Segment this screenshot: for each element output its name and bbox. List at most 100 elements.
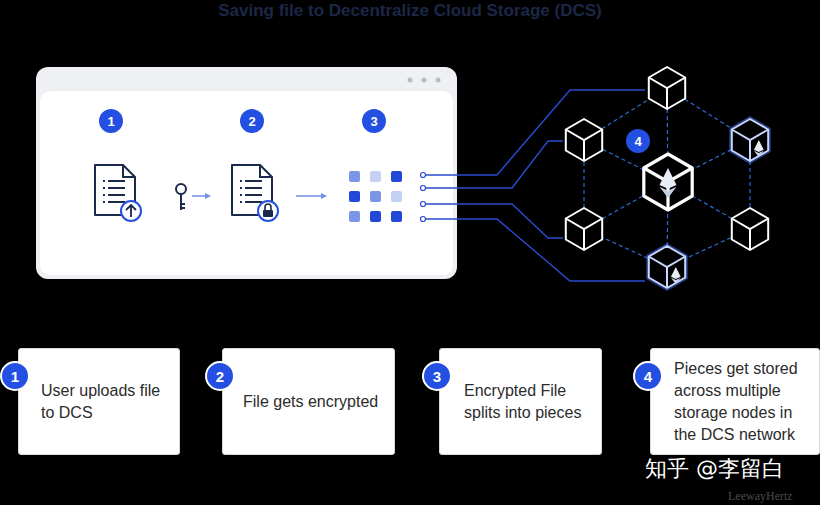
step-description: Encrypted File splits into pieces [464,380,600,424]
document-line [103,187,105,189]
document-line [240,194,242,196]
cube-glow [732,119,768,161]
file-piece [349,191,360,202]
document-fold [260,165,272,177]
document-line [108,187,125,189]
cube-edges [732,130,768,162]
document-line [240,201,242,203]
lock-body [263,210,273,217]
step-number: 3 [422,361,452,391]
callout-number: 1 [11,368,19,385]
upload-arrow [126,205,136,217]
document-line [245,201,262,203]
distribution-wire [423,90,645,175]
key-ring [176,184,186,194]
document-line [108,180,125,182]
cube-outline [732,119,768,161]
wire-end [421,217,426,222]
upload-badge [121,201,141,221]
step-description: Pieces get stored across multiple storag… [674,358,814,446]
step-text-wrap: Encrypted File splits into pieces [464,380,600,424]
file-piece [391,191,402,202]
document-line [108,201,125,203]
window-dot [436,78,441,83]
cube-edges [566,130,602,162]
diagram-title: Saving file to Decentralize Cloud Storag… [0,1,820,21]
callout-number: 2 [248,114,255,129]
step-text-wrap: Pieces get stored across multiple storag… [674,358,814,446]
ether-logo [660,168,677,189]
document-line [245,194,262,196]
window-dot [422,78,427,83]
distribution-wire [423,141,563,188]
document-line [245,187,262,189]
wire-end [421,202,426,207]
storage-node-cube [566,208,602,250]
step-box: Encrypted File splits into pieces [439,348,602,455]
storage-node-cube [644,154,692,210]
storage-node-cube [732,208,768,250]
document-line [103,180,105,182]
file-piece [391,171,402,182]
key-shaft [181,194,185,210]
document-fold [123,165,135,177]
ether-logo [754,140,764,152]
step-number: 2 [205,361,235,391]
ether-logo [671,278,681,284]
step-text-wrap: User uploads file to DCS [41,380,175,424]
window-dot [408,78,413,83]
cube-outline [566,208,602,250]
step-text-wrap: File gets encrypted [243,391,393,413]
callout-number: 2 [216,368,224,385]
cube-glow [649,246,685,288]
storage-node-cube [649,246,685,288]
file-piece [349,171,360,182]
step-number: 3 [362,109,386,133]
lock-badge [258,201,278,221]
flow-arrow [296,195,322,197]
document-line [245,180,262,182]
callout-number: 4 [644,368,652,385]
wire-end [421,186,426,191]
file-piece [391,211,402,222]
wire-end [421,173,426,178]
cube-edges [644,168,692,210]
window-panel [40,91,453,275]
document-line [240,187,242,189]
flow-arrow [192,195,206,197]
callout-number: 3 [370,114,377,129]
step-box: File gets encrypted [222,348,395,455]
callout-number: 1 [107,114,114,129]
storage-node-cube [732,119,768,161]
cube-outline [649,67,685,109]
storage-node-cube [566,119,602,161]
document-line [103,194,105,196]
cube-outline [644,154,692,210]
step-number: 1 [99,109,123,133]
document-line [240,180,242,182]
step-description: User uploads file to DCS [41,380,175,424]
step-box: Pieces get stored across multiple storag… [650,348,820,455]
cube-outline [732,208,768,250]
file-piece [370,191,381,202]
cube-edges [732,219,768,251]
watermark: 知乎 @李留白 [645,454,784,484]
window-frame [36,67,457,279]
step-box: User uploads file to DCS [18,348,180,455]
step-description: File gets encrypted [243,391,393,413]
callout-number: 4 [634,134,641,149]
cube-edges [649,257,685,289]
distribution-wire [423,204,563,238]
ether-logo [671,267,681,279]
callout-number: 3 [433,368,441,385]
step-number: 4 [626,129,650,153]
ether-logo [754,151,764,157]
ether-logo [660,187,677,198]
flow-arrow-head [321,193,327,199]
lock-shackle [265,204,271,210]
file-piece [370,211,381,222]
cube-outline [649,246,685,288]
distribution-wire [423,219,645,281]
step-number: 2 [240,109,264,133]
